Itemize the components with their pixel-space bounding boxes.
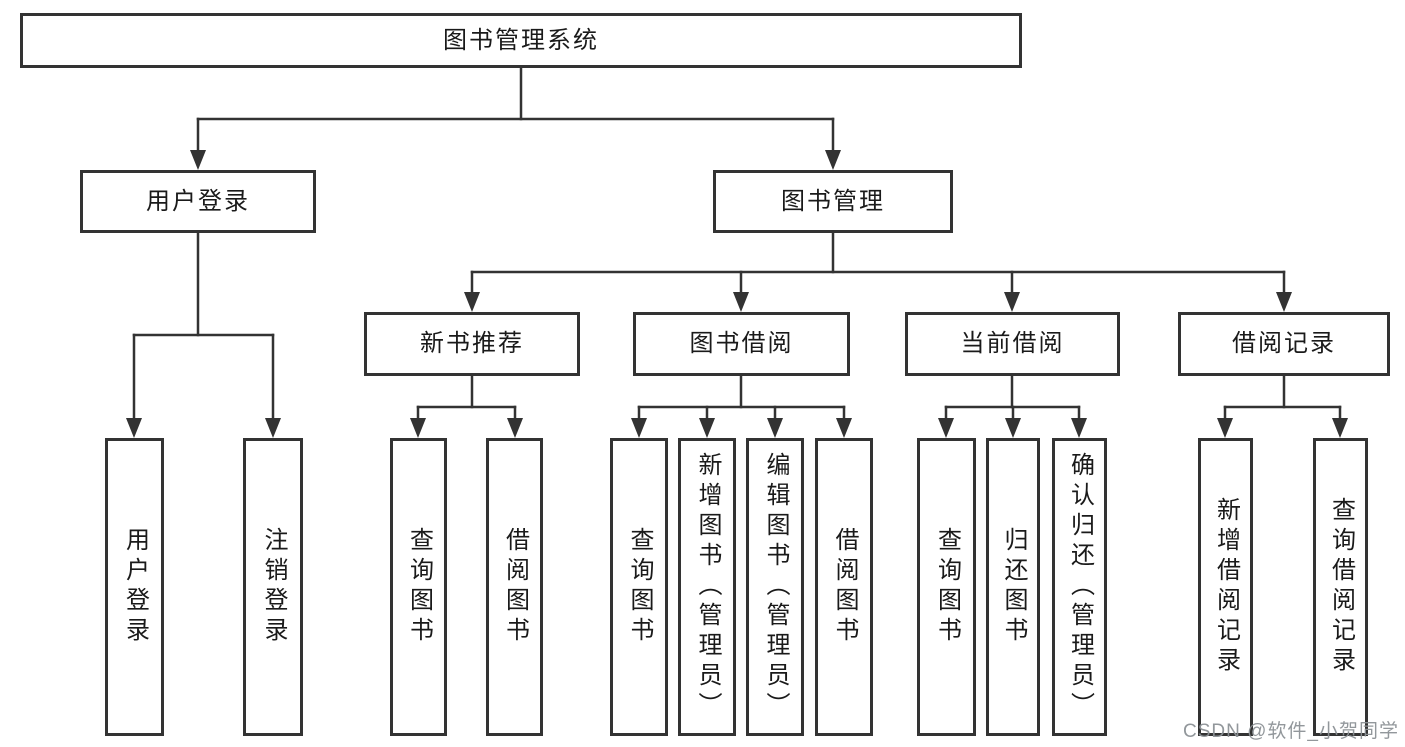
node-user-login-label: 用户登录 [146,187,250,215]
node-new-book-recommend: 新书推荐 [364,312,580,376]
node-borrow-records-label: 借阅记录 [1232,330,1336,357]
node-root-system: 图书管理系统 [20,13,1022,68]
node-leaf-nbr-borrow-books-label: 借阅图书 [501,527,529,647]
node-leaf-user-login: 用户登录 [105,438,164,736]
node-root-system-label: 图书管理系统 [443,26,599,54]
node-leaf-nbr-borrow-books: 借阅图书 [486,438,543,736]
node-user-login: 用户登录 [80,170,316,233]
node-leaf-br-add-record: 新增借阅记录 [1198,438,1253,736]
node-leaf-bb-add-books-admin: 新增图书（管理员） [678,438,736,736]
connector-new-book-recommend-children [410,374,523,438]
node-leaf-logout-label: 注销登录 [260,527,287,647]
node-book-management: 图书管理 [713,170,953,233]
node-leaf-br-query-record: 查询借阅记录 [1313,438,1368,736]
node-leaf-cb-query-books: 查询图书 [917,438,976,736]
node-leaf-cb-confirm-return-admin-label: 确认归还（管理员） [1066,452,1094,722]
node-book-management-label: 图书管理 [781,187,885,215]
node-leaf-nbr-query-books: 查询图书 [390,438,447,736]
connector-current-borrow-children [938,374,1087,438]
node-leaf-bb-query-books-label: 查询图书 [626,527,653,647]
connector-root-to-level1 [190,66,841,170]
node-leaf-cb-return-books: 归还图书 [986,438,1040,736]
node-leaf-cb-return-books-label: 归还图书 [1000,527,1027,647]
node-leaf-user-login-label: 用户登录 [121,527,149,647]
node-leaf-nbr-query-books-label: 查询图书 [405,527,433,647]
node-leaf-logout: 注销登录 [243,438,303,736]
node-leaf-br-add-record-label: 新增借阅记录 [1212,497,1240,677]
connector-book-management-children [464,231,1292,312]
node-leaf-bb-edit-books-admin-label: 编辑图书（管理员） [762,452,789,722]
connector-user-login-children [126,231,281,438]
node-borrow-records: 借阅记录 [1178,312,1390,376]
connector-book-borrow-children [631,374,852,438]
node-current-borrow-label: 当前借阅 [960,330,1065,357]
csdn-watermark: CSDN @软件_小贺同学 [1183,721,1399,742]
node-leaf-bb-borrow-books-label: 借阅图书 [831,527,858,647]
node-leaf-cb-confirm-return-admin: 确认归还（管理员） [1052,438,1107,736]
node-leaf-bb-edit-books-admin: 编辑图书（管理员） [746,438,804,736]
node-leaf-cb-query-books-label: 查询图书 [933,527,961,647]
node-book-borrow-label: 图书借阅 [689,330,794,357]
node-leaf-br-query-record-label: 查询借阅记录 [1327,497,1355,677]
node-new-book-recommend-label: 新书推荐 [420,330,524,357]
node-leaf-bb-query-books: 查询图书 [610,438,668,736]
connector-borrow-records-children [1217,374,1348,438]
node-book-borrow: 图书借阅 [633,312,850,376]
node-leaf-bb-borrow-books: 借阅图书 [815,438,873,736]
node-leaf-bb-add-books-admin-label: 新增图书（管理员） [694,452,721,722]
node-current-borrow: 当前借阅 [905,312,1120,376]
